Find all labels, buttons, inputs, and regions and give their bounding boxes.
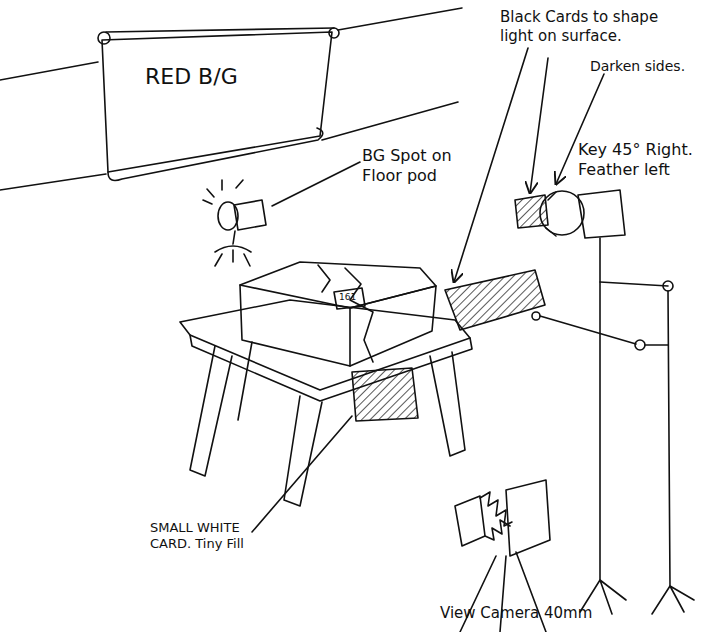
annotation-note: Black Cards to shape light on surface.	[500, 8, 665, 46]
backdrop-outline	[100, 30, 336, 176]
backdrop-node: RED B/G	[100, 30, 336, 176]
table	[180, 300, 472, 506]
annotation-note: 161	[339, 292, 369, 303]
product-box	[240, 262, 436, 366]
white-fill-card	[352, 368, 418, 421]
annotation-note: View Camera 40mm	[440, 604, 640, 623]
bg-spot-light	[203, 180, 266, 266]
black-cards	[445, 270, 668, 350]
annotation-note: Key 45° Right. Feather left	[578, 140, 703, 180]
backdrop-shape	[102, 32, 332, 172]
key-light	[515, 190, 694, 614]
backdrop-label: RED B/G	[145, 64, 295, 89]
annotation-note: Darken sides.	[590, 58, 700, 76]
backdrop-roll	[98, 28, 339, 180]
leader-lines	[252, 48, 604, 532]
annotation-note: BG Spot on Floor pod	[362, 146, 492, 186]
annotation-note: SMALL WHITE CARD. Tiny Fill	[150, 520, 260, 553]
